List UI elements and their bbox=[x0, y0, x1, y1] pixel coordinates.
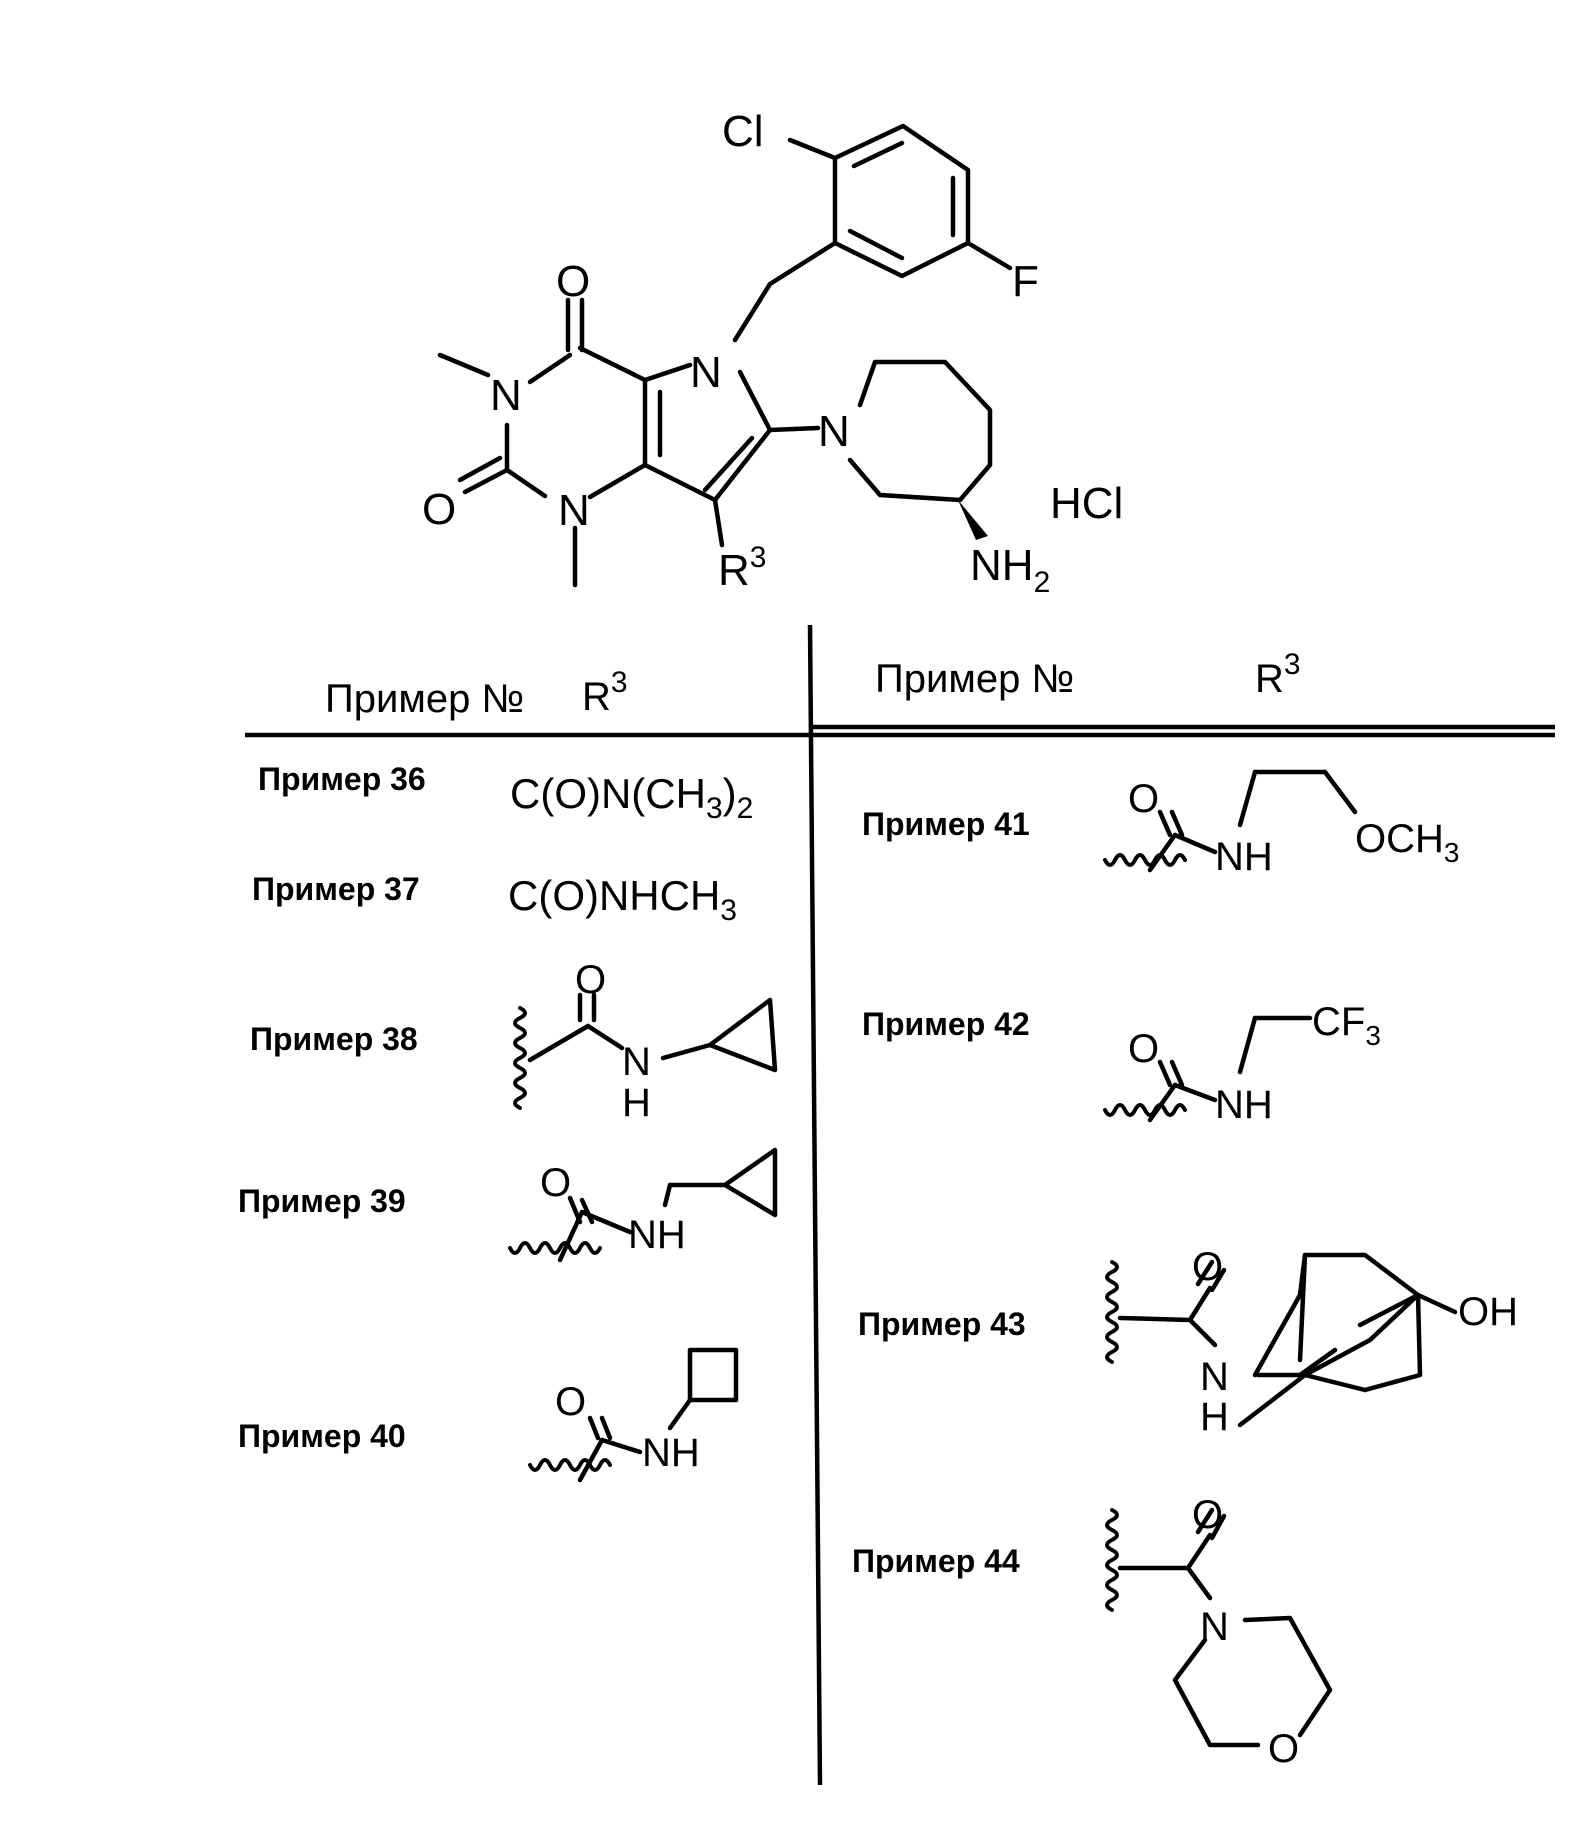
example-41-label: Пример 41 bbox=[862, 806, 1030, 842]
example-44: Пример 44 O N O bbox=[852, 1493, 1330, 1771]
example-41-amide-nh: NH bbox=[1215, 835, 1273, 879]
example-41-attachment-wavy bbox=[1105, 855, 1185, 865]
example-42: Пример 42 O NH CF3 bbox=[862, 1000, 1381, 1127]
example-43-oxygen: O bbox=[1192, 1245, 1223, 1289]
example-38: Пример 38 O N H bbox=[250, 958, 775, 1125]
chlorofluorobenzene-ring bbox=[790, 126, 1010, 276]
example-43-nitrogen: N bbox=[1200, 1355, 1229, 1399]
example-39-attachment-wavy bbox=[510, 1243, 600, 1253]
example-43-label: Пример 43 bbox=[858, 1306, 1026, 1342]
example-40-label: Пример 40 bbox=[238, 1418, 406, 1454]
example-43-hydrogen: H bbox=[1200, 1395, 1229, 1439]
left-header-example: Пример № bbox=[325, 677, 524, 721]
example-37-formula: C(O)NHCH3 bbox=[508, 872, 737, 927]
example-42-oxygen: O bbox=[1128, 1027, 1159, 1071]
example-42-attachment-wavy bbox=[1105, 1105, 1185, 1115]
example-38-nitrogen: N bbox=[622, 1040, 651, 1084]
example-44-carbonyl-oxygen: O bbox=[1192, 1493, 1223, 1537]
example-44-morpholine-oxygen: O bbox=[1268, 1727, 1299, 1771]
example-41-oxygen: O bbox=[1128, 777, 1159, 821]
example-38-hydrogen: H bbox=[622, 1081, 651, 1125]
piperidine-nitrogen: N bbox=[818, 407, 850, 456]
example-36-formula: C(O)N(CH3)2 bbox=[510, 770, 753, 825]
example-40-oxygen: O bbox=[555, 1380, 586, 1424]
example-38-attachment-wavy bbox=[515, 1008, 525, 1108]
example-36-label: Пример 36 bbox=[258, 761, 426, 797]
aminopiperidine-ring bbox=[850, 362, 990, 540]
r3-label: R3 bbox=[718, 541, 766, 595]
benzyl-n-bond bbox=[735, 284, 770, 340]
example-40: Пример 40 O NH bbox=[238, 1350, 736, 1480]
example-38-label: Пример 38 bbox=[250, 1021, 418, 1057]
example-40-attachment-wavy bbox=[530, 1460, 610, 1470]
example-39-amide-nh: NH bbox=[628, 1213, 686, 1257]
carbonyl-oxygen-top: O bbox=[556, 257, 590, 306]
example-39-label: Пример 39 bbox=[238, 1183, 406, 1219]
carbonyl-oxygen-left: O bbox=[422, 485, 456, 534]
example-42-trifluoromethyl: CF3 bbox=[1312, 1000, 1381, 1051]
hcl-label: HCl bbox=[1050, 479, 1123, 528]
hydroxyadamantyl-cage bbox=[1240, 1255, 1455, 1425]
example-37: Пример 37 C(O)NHCH3 bbox=[252, 871, 737, 927]
n1-nitrogen: N bbox=[490, 371, 522, 420]
n3-nitrogen: N bbox=[558, 486, 590, 535]
example-41-methoxy: OCH3 bbox=[1355, 817, 1459, 868]
fluorine-label: F bbox=[1012, 257, 1039, 306]
example-39-oxygen: O bbox=[540, 1161, 571, 1205]
example-36: Пример 36 C(O)N(CH3)2 bbox=[258, 761, 753, 825]
example-43: Пример 43 O N H OH bbox=[858, 1245, 1518, 1439]
core-structure: Cl F O O N N N N R3 HCl NH2 bbox=[422, 107, 1123, 599]
example-38-oxygen: O bbox=[575, 958, 606, 1002]
benzyl-ch2-bond bbox=[770, 243, 835, 284]
example-42-amide-nh: NH bbox=[1215, 1083, 1273, 1127]
example-39: Пример 39 O NH bbox=[238, 1150, 775, 1260]
example-44-label: Пример 44 bbox=[852, 1543, 1020, 1579]
right-header-r3: R3 bbox=[1255, 648, 1301, 701]
table-center-divider bbox=[810, 625, 820, 1785]
example-44-morpholine-nitrogen: N bbox=[1200, 1605, 1229, 1649]
pyrrole-nitrogen: N bbox=[690, 348, 722, 397]
right-header-example: Пример № bbox=[875, 657, 1074, 701]
example-42-label: Пример 42 bbox=[862, 1006, 1030, 1042]
amine-label: NH2 bbox=[970, 541, 1050, 599]
example-37-label: Пример 37 bbox=[252, 871, 420, 907]
example-41: Пример 41 O NH OCH3 bbox=[862, 772, 1459, 879]
example-43-attachment-wavy bbox=[1107, 1262, 1117, 1362]
chlorine-label: Cl bbox=[722, 107, 764, 156]
example-43-hydroxyl: OH bbox=[1458, 1290, 1518, 1334]
wedge-bond bbox=[958, 500, 988, 540]
example-44-attachment-wavy bbox=[1107, 1510, 1117, 1610]
left-header-r3: R3 bbox=[582, 666, 628, 719]
example-40-amide-nh: NH bbox=[642, 1431, 700, 1475]
